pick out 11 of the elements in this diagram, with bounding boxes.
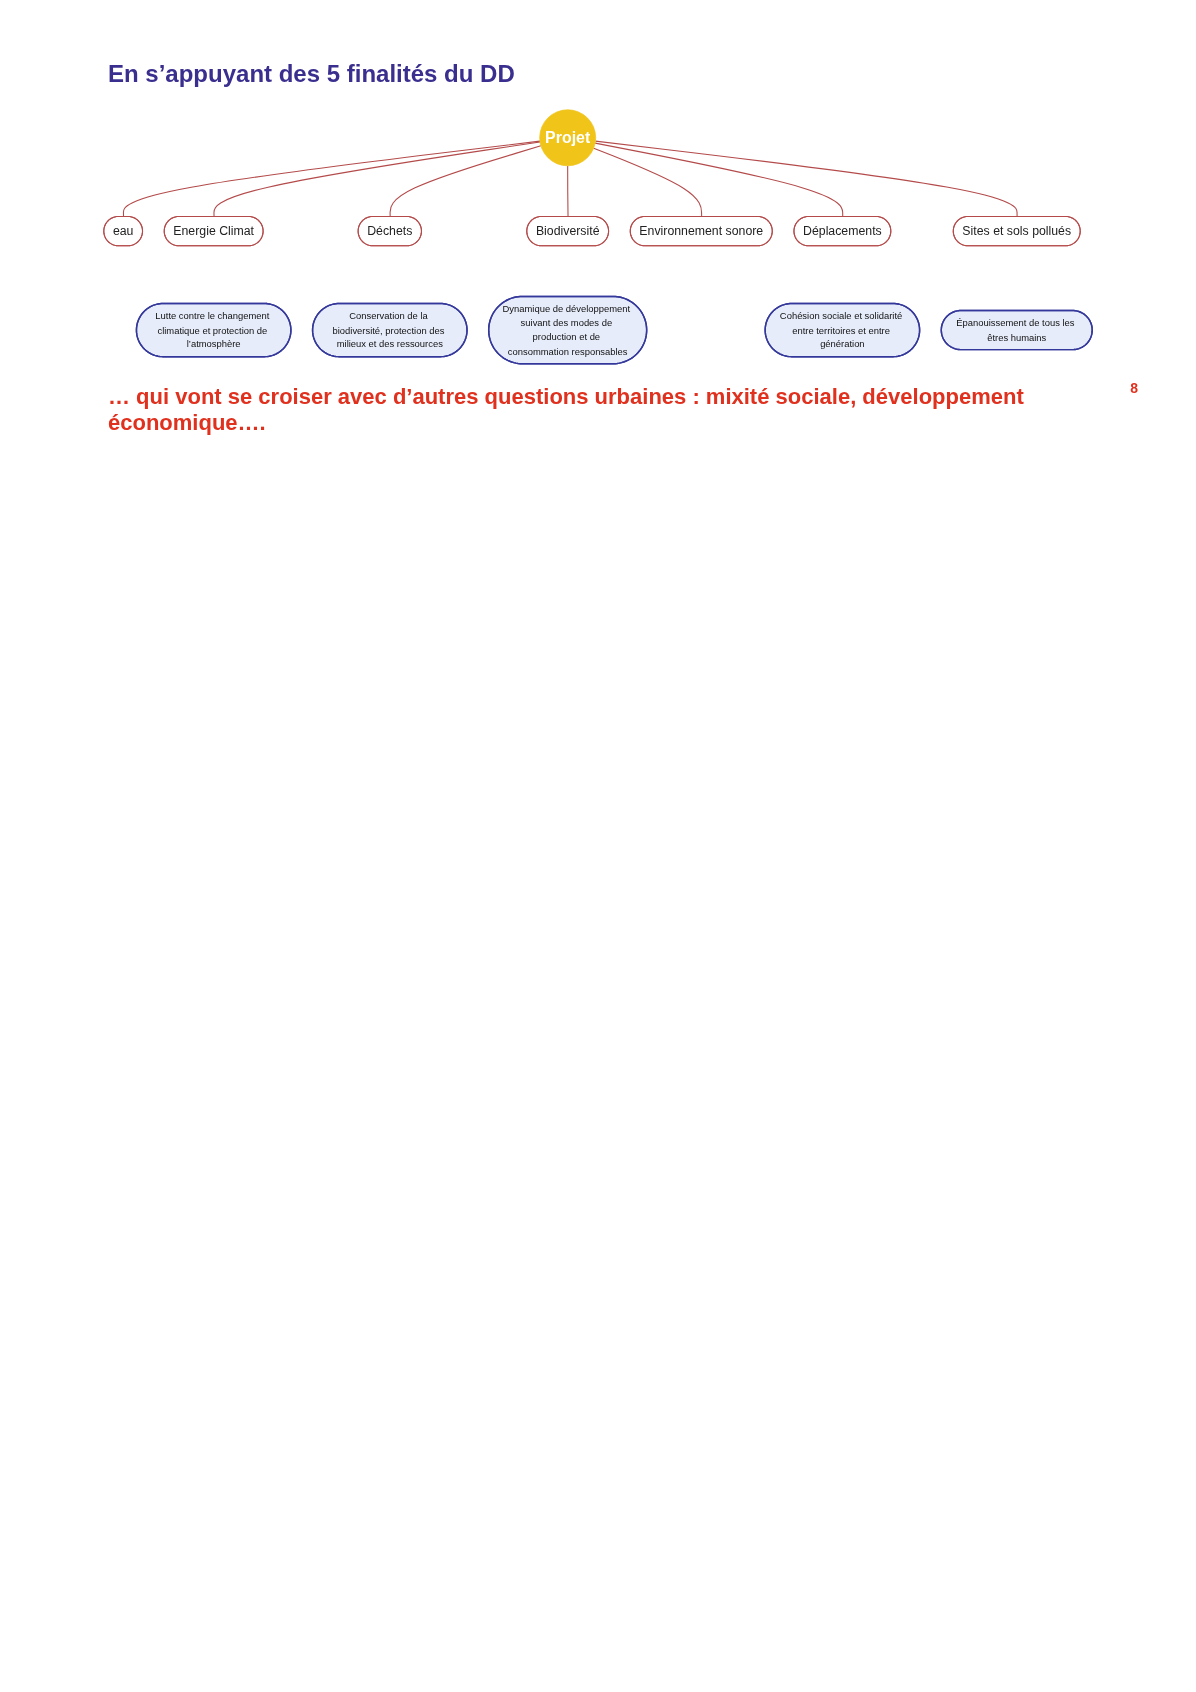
connector bbox=[593, 147, 703, 218]
connector bbox=[122, 140, 541, 218]
diagram-title: En s’appuyant des 5 finalités du DD bbox=[108, 60, 516, 88]
node-circle: Projet bbox=[539, 109, 597, 167]
caption: … qui vont se croiser avec d’autres questions urbaines : mixité sociale, développement économique…. bbox=[108, 383, 1025, 436]
page-number: 8 bbox=[1130, 379, 1138, 396]
connector bbox=[594, 140, 1018, 218]
connector bbox=[567, 165, 569, 218]
connector bbox=[389, 145, 542, 218]
connector bbox=[213, 141, 541, 218]
connector bbox=[594, 142, 844, 218]
